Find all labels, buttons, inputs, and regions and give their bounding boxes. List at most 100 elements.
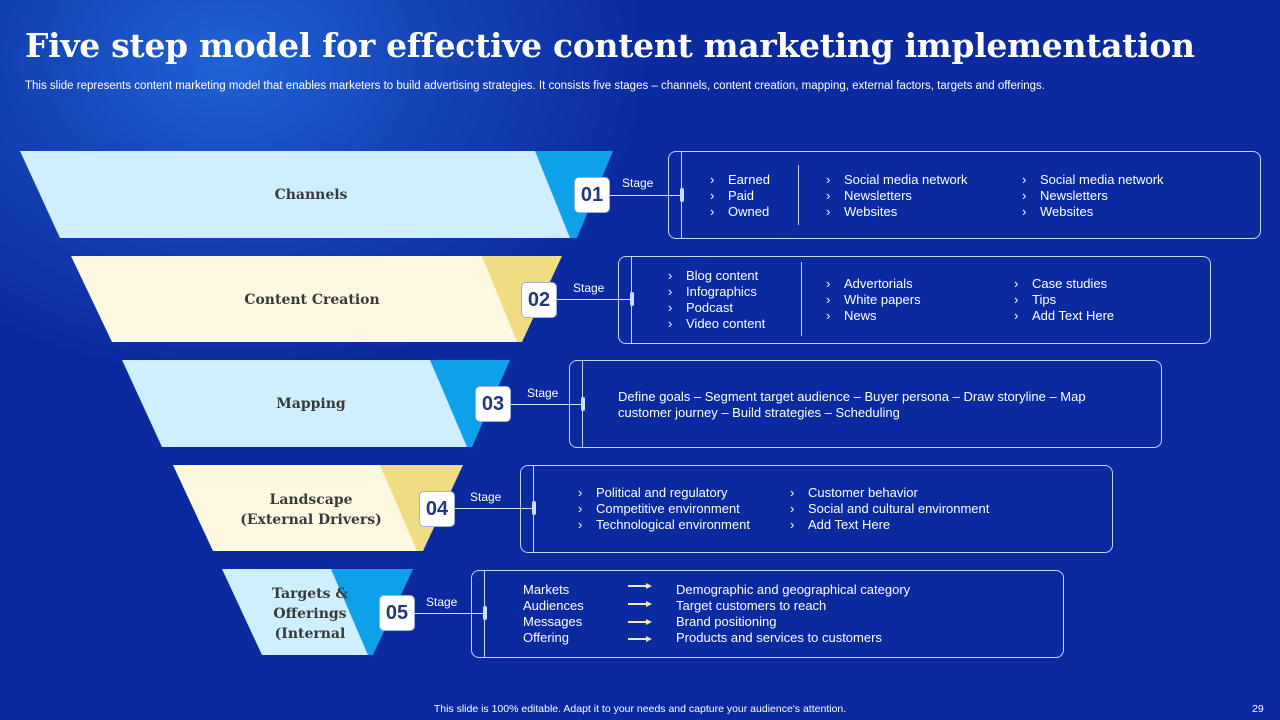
chevron-icon: › (668, 284, 673, 299)
chevron-icon: › (790, 517, 795, 532)
list-item: ›Political and regulatory (578, 485, 728, 500)
stage-1-column-3: ›Social media network ›Newsletters ›Webs… (1022, 172, 1164, 220)
arrow-right-icon (628, 619, 652, 625)
funnel-accent-5 (331, 569, 413, 655)
list-item: ›Customer behavior (790, 485, 918, 500)
stage-3-box-edge (582, 361, 583, 447)
list-item: ›Social media network (826, 172, 968, 187)
list-item: ›Blog content (668, 268, 759, 283)
stage-3-description: Define goals – Segment target audience –… (618, 389, 1086, 420)
funnel-segment-1 (20, 151, 570, 238)
arrow-right-icon (628, 636, 652, 642)
stage-3-content-box (569, 360, 1162, 448)
stage-5-content-box (471, 570, 1064, 658)
list-item: ›Infographics (668, 284, 757, 299)
stage-2-box-edge (631, 257, 632, 343)
stage-4-content-box (520, 465, 1113, 553)
chevron-icon: › (710, 172, 715, 187)
stage-1-column-divider (798, 165, 799, 225)
chevron-icon: › (826, 172, 831, 187)
list-item: ›Social and cultural environment (790, 501, 990, 516)
stage-1-connector (610, 195, 682, 196)
list-item: ›Paid (710, 188, 755, 203)
stage-5-row-1-left: Markets (523, 582, 570, 597)
funnel-segment-5 (222, 569, 368, 655)
chevron-icon: › (826, 276, 831, 291)
chevron-icon: › (790, 485, 795, 500)
chevron-icon: › (1014, 276, 1019, 291)
stage-1-content-box (668, 151, 1261, 239)
stage-1-column-1: ›Earned ›Paid ›Owned (710, 172, 770, 220)
stage-1-number-badge: 01 (574, 177, 610, 213)
list-item: ›Technological environment (578, 517, 750, 532)
stage-2-column-1: ›Blog content ›Infographics ›Podcast ›Vi… (668, 268, 765, 332)
list-item: ›Earned (710, 172, 770, 187)
stage-5-row-4-right: Products and services to customers (676, 630, 882, 645)
arrow-right-icon (628, 601, 652, 607)
stage-4-stage-word: Stage (470, 490, 502, 504)
arrow-right-icon (628, 583, 652, 589)
stage-4-connector (455, 508, 534, 509)
stage-4-column-2: ›Customer behavior ›Social and cultural … (790, 485, 989, 533)
list-item: ›Add Text Here (790, 517, 891, 532)
list-item: ›Owned (710, 204, 770, 219)
chevron-icon: › (668, 300, 673, 315)
list-item: ›Websites (826, 204, 898, 219)
stage-3-label: Mapping (276, 396, 346, 412)
stage-5-number-badge: 05 (379, 595, 415, 631)
list-item: ›Advertorials (826, 276, 913, 291)
funnel-accent-3 (430, 360, 510, 447)
stage-5-connector-knob (483, 606, 487, 620)
list-item: ›Websites (1022, 204, 1094, 219)
funnel-segment-2 (71, 256, 517, 342)
chevron-icon: › (668, 316, 673, 331)
stage-2-connector (557, 299, 632, 300)
chevron-icon: › (1022, 204, 1027, 219)
list-item: ›Newsletters (1022, 188, 1108, 203)
stage-2-label: Content Creation (244, 292, 380, 308)
stage-3-connector (511, 404, 583, 405)
chevron-icon: › (1022, 172, 1027, 187)
chevron-icon: › (578, 485, 583, 500)
list-item: ›Video content (668, 316, 766, 331)
stage-5-connector (415, 613, 485, 614)
stage-4-connector-knob (532, 501, 536, 515)
stage-3-stage-word: Stage (527, 386, 559, 400)
stage-5-label-line1: Targets & (271, 586, 349, 602)
list-item: ›White papers (826, 292, 921, 307)
stage-1-connector-knob (680, 188, 684, 202)
slide-subtitle: This slide represents content marketing … (25, 80, 1045, 92)
stage-5-label-line3: (Internal (274, 626, 346, 642)
stage-1-box-edge (681, 152, 682, 238)
stage-3-number-badge: 03 (475, 386, 511, 422)
stage-2-column-2: ›Advertorials ›White papers ›News (826, 276, 921, 324)
chevron-icon: › (1022, 188, 1027, 203)
stage-1-stage-word: Stage (622, 176, 654, 190)
stage-4-box-edge (533, 466, 534, 552)
stage-3-connector-knob (581, 397, 585, 411)
stage-5-row-4-left: Offering (523, 630, 570, 645)
stage-5-label-line2: Offerings (273, 606, 347, 622)
stage-1-column-2: ›Social media network ›Newsletters ›Webs… (826, 172, 968, 220)
list-item: ›Podcast (668, 300, 733, 315)
chevron-icon: › (578, 517, 583, 532)
chevron-icon: › (578, 501, 583, 516)
chevron-icon: › (1014, 308, 1019, 323)
chevron-icon: › (826, 188, 831, 203)
stage-4-label-line2: (External Drivers) (240, 512, 382, 528)
stage-2-connector-knob (630, 292, 634, 306)
stage-5-row-2-right: Target customers to reach (676, 598, 827, 613)
chevron-icon: › (826, 204, 831, 219)
funnel-segment-4 (173, 465, 417, 551)
stage-2-number-badge: 02 (521, 282, 557, 318)
chevron-icon: › (826, 292, 831, 307)
chevron-icon: › (826, 308, 831, 323)
slide-title: Five step model for effective content ma… (25, 26, 1195, 65)
stage-2-content-box (618, 256, 1211, 344)
chevron-icon: › (790, 501, 795, 516)
stage-5-row-3-left: Messages (523, 614, 583, 629)
chevron-icon: › (1014, 292, 1019, 307)
stage-4-label: Landscape (External Drivers) (211, 490, 411, 530)
stage-5-box-edge (484, 571, 485, 657)
